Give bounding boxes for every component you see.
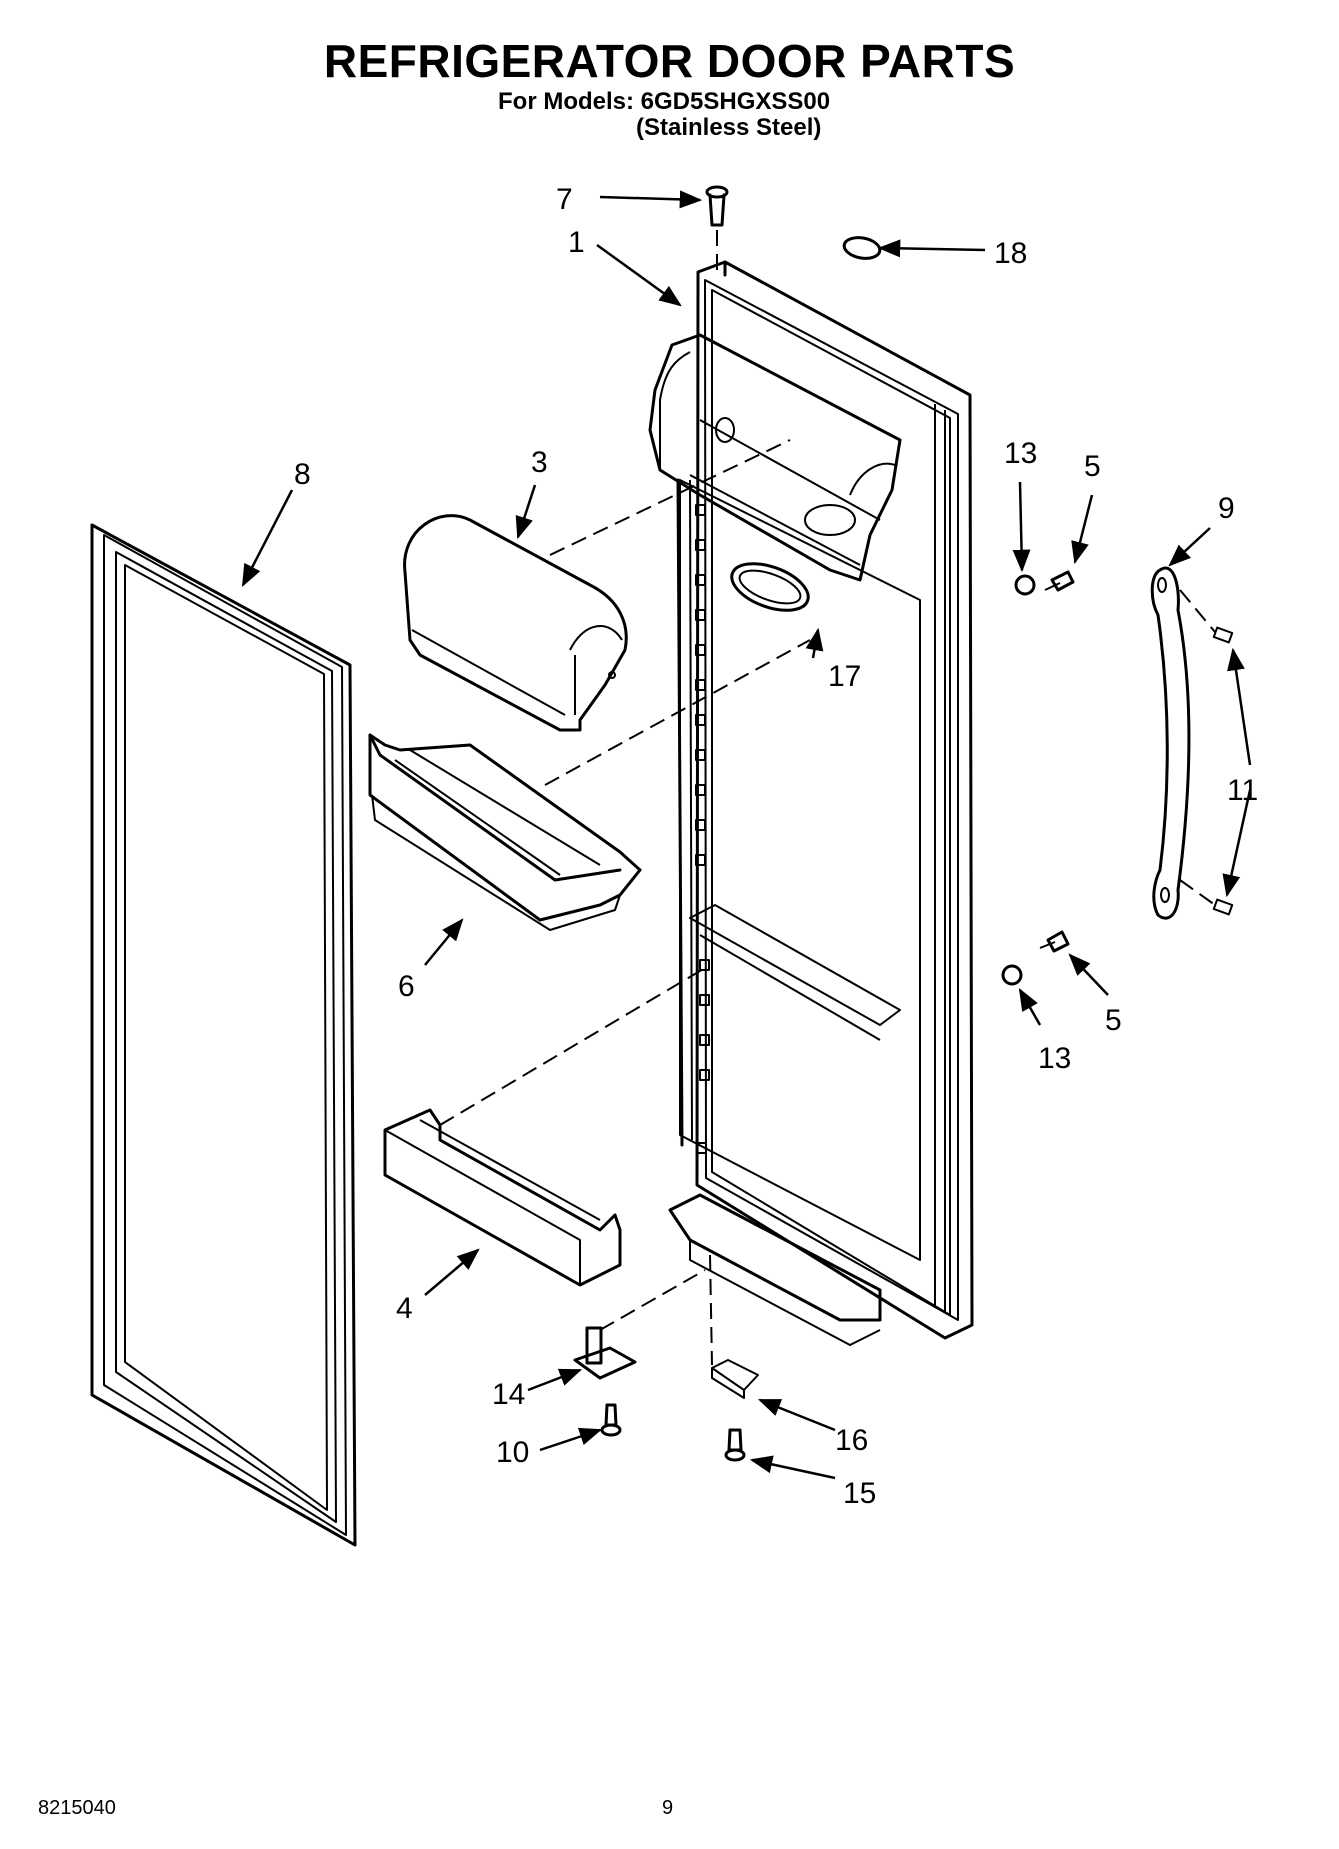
part-label-9: 9 — [1218, 492, 1235, 525]
part-label-15: 15 — [843, 1477, 876, 1510]
assembly-lines — [439, 230, 1216, 1366]
leader-arrows — [241, 190, 1252, 1480]
liner-bosses — [695, 504, 710, 1154]
part-label-11: 11 — [1227, 774, 1258, 807]
door-liner-drawing — [648, 236, 974, 1346]
finish-line: (Stainless Steel) — [636, 114, 822, 141]
part-label-8: 8 — [294, 458, 311, 491]
part-label-17: 17 — [828, 660, 861, 693]
models-line: For Models: 6GD5SHGXSS00 — [498, 88, 831, 115]
part-label-10: 10 — [496, 1436, 529, 1469]
part-label-4: 4 — [396, 1292, 413, 1325]
page-number: 9 — [662, 1797, 674, 1819]
part-label-7: 7 — [556, 183, 573, 216]
part-label-1: 1 — [568, 226, 585, 259]
door-gasket-drawing — [90, 523, 357, 1547]
part-label-13-upper: 13 — [1004, 437, 1037, 470]
bottom-bin-drawing — [383, 1108, 622, 1287]
part-label-5-lower: 5 — [1105, 1004, 1122, 1037]
part-label-16: 16 — [835, 1424, 868, 1457]
part-label-18: 18 — [994, 237, 1027, 270]
part-label-13-lower: 13 — [1038, 1042, 1071, 1075]
handle-drawing — [1001, 566, 1234, 986]
part-label-3: 3 — [531, 446, 548, 479]
dairy-door-drawing — [403, 514, 628, 732]
part-label-14: 14 — [492, 1378, 525, 1411]
middle-bin-drawing — [368, 733, 642, 931]
page-title: REFRIGERATOR DOOR PARTS — [323, 35, 1016, 87]
part-label-5-upper: 5 — [1084, 450, 1101, 483]
document-number: 8215040 — [38, 1797, 116, 1819]
part-label-6: 6 — [398, 970, 415, 1003]
